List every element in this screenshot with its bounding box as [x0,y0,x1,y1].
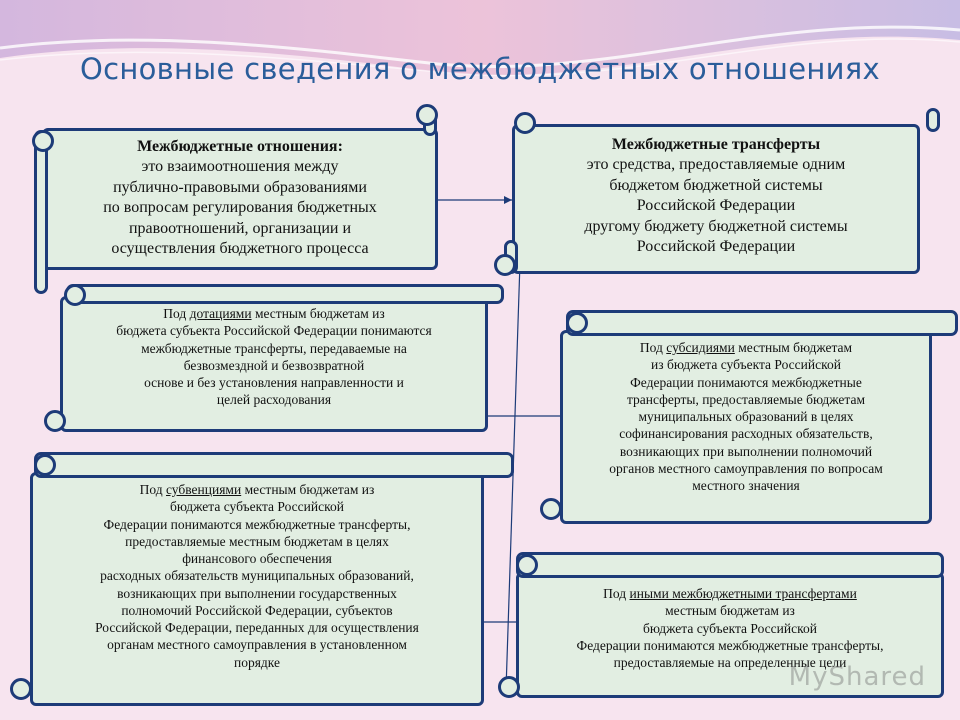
box-subsidies: Под субсидиями местным бюджетам из бюдже… [560,330,932,524]
watermark: MyShared [788,662,926,692]
box-line: предоставляемые местным бюджетам в целях [125,533,389,549]
page-title: Основные сведения о межбюджетных отношен… [79,52,880,86]
box-line: Федерации понимаются межбюджетные трансф… [103,516,411,532]
scroll-roll [34,452,514,478]
scroll-curl-icon [44,410,66,432]
scroll-curl-icon [494,254,516,276]
box-line: расходных обязательств муниципальных обр… [100,568,414,584]
box-line: муниципальных образований в целях [638,409,854,425]
box-line: Российской Федерации [636,238,796,256]
box-line: Российской Федерации [636,197,796,215]
term-other-transfers: иными межбюджетными трансфертами [629,586,857,601]
box-line: основе и без установления направленности… [144,375,404,391]
box-term-line: Под субсидиями местным бюджетам [639,340,853,355]
scroll-curl-icon [416,104,438,126]
box-line: безвозмездной и безвозвратной [183,357,365,373]
scroll-roll [516,552,944,578]
box-line: местным бюджетам из [665,603,795,619]
box-line: возникающих при выполнении государственн… [117,585,397,601]
scroll-curl-icon [32,130,54,152]
box-line: полномочий Российской Федерации, субъект… [121,602,393,618]
box-interbudget-transfers: Межбюджетные трансферты это средства, пр… [512,124,920,274]
scroll-curl-icon [34,454,56,476]
box-line: бюджета субъекта Российской Федерации по… [116,323,432,339]
box-term-line: Под иными межбюджетными трансфертами [603,586,857,601]
box-line: бюджетом бюджетной системы [609,176,823,194]
box-line: трансферты, предоставляемые бюджетам [626,391,865,407]
box-line: публично-правовыми образованиями [113,178,367,196]
box-line: другому бюджету бюджетной системы [584,217,848,235]
scroll-roll [66,284,504,304]
scroll-curl-icon [516,554,538,576]
box-line: из бюджета субъекта Российской [651,357,841,373]
scroll-curl-icon [514,112,536,134]
box-line: Федерации понимаются межбюджетные трансф… [576,637,884,653]
box-subventions: Под субвенциями местным бюджетам из бюдж… [30,472,484,706]
scroll-curl-icon [498,676,520,698]
term-subventions: субвенциями [165,482,242,497]
box-line: правоотношений, организации и [128,219,352,237]
term-subsidies: субсидиями [666,340,735,355]
box-line: целей расходования [216,392,332,408]
term-grants: дотациями [189,306,252,321]
box-line: Федерации понимаются межбюджетные [630,374,862,390]
scroll-curl-icon [540,498,562,520]
box-line: софинансирования расходных обязательств, [619,426,873,442]
scroll-curl-icon [64,284,86,306]
box-heading: Межбюджетные отношения: [137,138,343,155]
box-line: финансового обеспечения [182,551,332,567]
background-wave [0,0,960,77]
box-line: органам местного самоуправления в устано… [107,637,407,653]
box-line: по вопросам регулирования бюджетных [103,199,377,217]
box-line: порядке [233,654,281,670]
box-line: осуществления бюджетного процесса [111,240,369,258]
scroll-roll [926,108,940,132]
box-term-line: Под дотациями местным бюджетам из [163,306,385,321]
box-interbudget-relations: Межбюджетные отношения: это взаимоотноше… [42,128,438,270]
box-term-line: Под субвенциями местным бюджетам из [139,482,375,497]
box-line: возникающих при выполнении полномочий [619,443,873,459]
box-line: Российской Федерации, переданных для осу… [95,620,419,636]
box-other-transfers: Под иными межбюджетными трансфертами мес… [516,572,944,698]
box-line: межбюджетные трансферты, передаваемые на [141,340,407,356]
scroll-roll [566,310,958,336]
box-line: предоставляемые на определенные цели [613,655,847,671]
box-line: это взаимоотношения между [141,158,339,176]
box-line: органов местного самоуправления по вопро… [609,460,883,476]
box-line: бюджета субъекта Российской [170,499,344,515]
box-line: это средства, предоставляемые одним [586,156,846,174]
box-heading: Межбюджетные трансферты [611,136,821,153]
box-grants: Под дотациями местным бюджетам из бюджет… [60,296,488,432]
box-line: бюджета субъекта Российской [643,620,817,636]
box-line: местного значения [692,478,800,494]
scroll-curl-icon [10,678,32,700]
scroll-curl-icon [566,312,588,334]
